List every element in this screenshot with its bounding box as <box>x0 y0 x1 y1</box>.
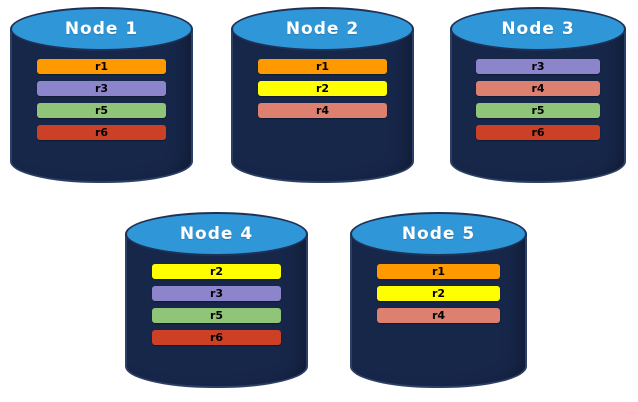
record-bar-r1[interactable]: r1 <box>258 59 387 74</box>
record-bar-r4[interactable]: r4 <box>476 81 600 96</box>
record-bar-r2[interactable]: r2 <box>152 264 281 279</box>
record-bar-r1[interactable]: r1 <box>376 264 501 279</box>
database-node-4[interactable]: Node 4 r2 r3 r5 r6 <box>125 212 308 388</box>
node-label: Node 2 <box>285 19 360 39</box>
record-bar-r4[interactable]: r4 <box>376 308 501 323</box>
cylinder-top-ellipse <box>350 212 527 256</box>
record-bar-r6[interactable]: r6 <box>37 125 166 140</box>
record-bar-r5[interactable]: r5 <box>37 103 166 118</box>
node-label: Node 5 <box>401 224 476 244</box>
record-bar-r4[interactable]: r4 <box>258 103 387 118</box>
record-bar-r6[interactable]: r6 <box>476 125 600 140</box>
cylinder-top-ellipse <box>231 7 414 51</box>
record-bar-r5[interactable]: r5 <box>152 308 281 323</box>
record-list: r2 r3 r5 r6 <box>125 264 308 345</box>
record-bar-r3[interactable]: r3 <box>37 81 166 96</box>
database-node-2[interactable]: Node 2 r1 r2 r4 <box>231 7 414 183</box>
node-label: Node 4 <box>179 224 254 244</box>
record-list: r1 r3 r5 r6 <box>10 59 193 140</box>
record-bar-r3[interactable]: r3 <box>152 286 281 301</box>
database-node-5[interactable]: Node 5 r1 r2 r4 <box>350 212 527 388</box>
cylinder-top-ellipse <box>450 7 626 51</box>
record-list: r3 r4 r5 r6 <box>450 59 626 140</box>
node-label: Node 1 <box>64 19 139 39</box>
record-list: r1 r2 r4 <box>231 59 414 118</box>
cylinder-top-ellipse <box>125 212 308 256</box>
record-bar-r3[interactable]: r3 <box>476 59 600 74</box>
database-node-1[interactable]: Node 1 r1 r3 r5 r6 <box>10 7 193 183</box>
record-bar-r5[interactable]: r5 <box>476 103 600 118</box>
record-list: r1 r2 r4 <box>350 264 527 323</box>
record-bar-r1[interactable]: r1 <box>37 59 166 74</box>
cylinder-top-ellipse <box>10 7 193 51</box>
node-label: Node 3 <box>501 19 575 39</box>
record-bar-r2[interactable]: r2 <box>258 81 387 96</box>
database-node-3[interactable]: Node 3 r3 r4 r5 r6 <box>450 7 626 183</box>
record-bar-r6[interactable]: r6 <box>152 330 281 345</box>
record-bar-r2[interactable]: r2 <box>376 286 501 301</box>
